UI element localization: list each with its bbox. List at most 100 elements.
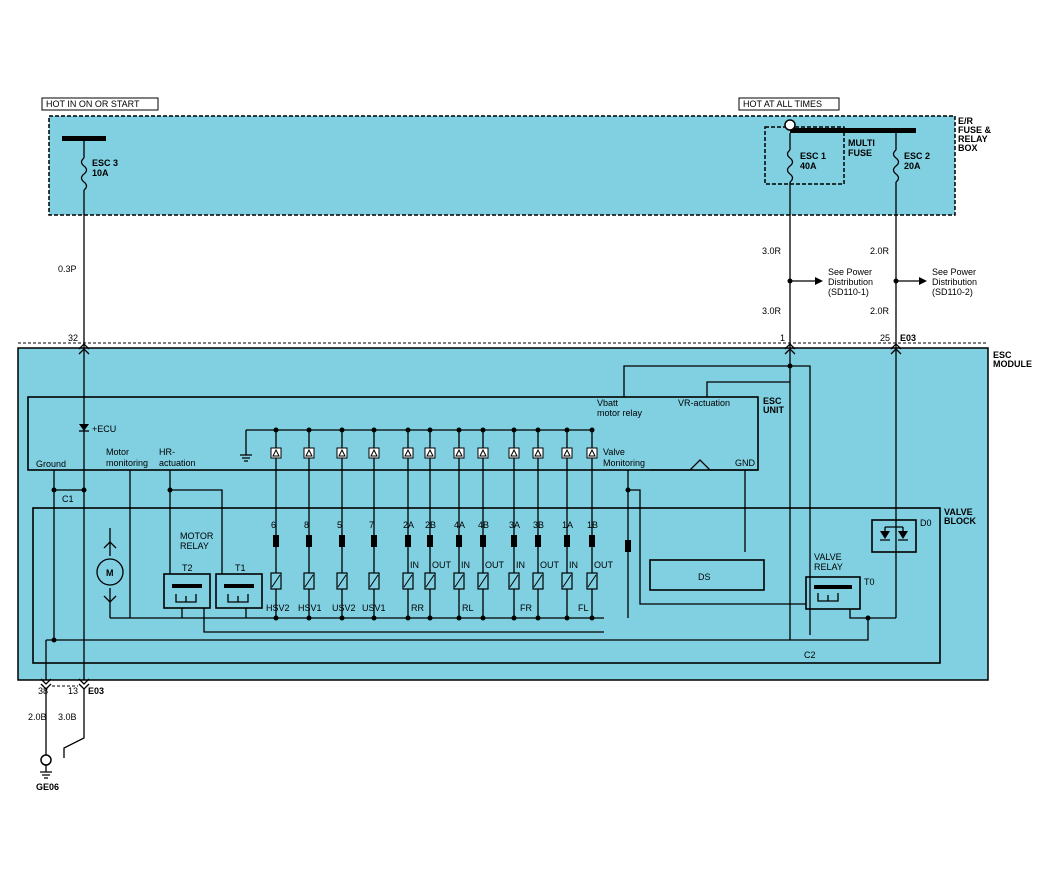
power-ref-2-line3: (SD110-2) (932, 287, 973, 297)
esc-unit-outline (27, 396, 759, 471)
pin-1-label: 1 (780, 333, 785, 343)
valve-rail-junction-10 (564, 615, 570, 621)
valve-monitor-icon-5 (426, 448, 434, 457)
power-ref-1-line1: See Power (828, 267, 872, 277)
valve-junction-0 (273, 427, 279, 433)
pin-13-label: 13 (68, 686, 78, 696)
valve-relay-coil (814, 585, 852, 589)
valve-monitor-box-7 (477, 447, 489, 459)
valve-relay-label-1: VALVE (814, 552, 842, 562)
multi-fuse-label-1: MULTI (848, 138, 875, 148)
valve-monitor-box-3 (368, 447, 380, 459)
valve-coil-slash-9 (533, 574, 543, 588)
valve-coil-slash-2 (337, 574, 347, 588)
hot-at-all-times-label: HOT AT ALL TIMES (743, 99, 822, 109)
junction-sd110-2 (893, 278, 899, 284)
fuse-box-title-1: E/R (958, 116, 974, 126)
valve-connector-2 (339, 535, 345, 547)
valve-connector-1 (306, 535, 312, 547)
valve-monitor-icon-9 (534, 448, 542, 457)
supply-tags: HOT IN ON OR START HOT AT ALL TIMES (41, 97, 840, 111)
valve-monitor-box-9 (532, 447, 544, 459)
diode-d0-wiring (880, 526, 908, 541)
valve-monitor-box-11 (586, 447, 598, 459)
valve-junction-1 (306, 427, 312, 433)
valve-rail-junction-9 (535, 615, 541, 621)
pin-32-label: 32 (68, 333, 78, 343)
valve-monitor-icon-4 (404, 448, 412, 457)
junction-c1-right (81, 487, 87, 493)
valve-coil-slash-3 (369, 574, 379, 588)
fuse-box-title-3: RELAY (958, 134, 988, 144)
valve-monitor-box-0 (270, 447, 282, 459)
t1-label: T1 (235, 563, 246, 573)
valve-number-9: 3B (533, 520, 544, 530)
chassis-ground-icon (40, 765, 52, 779)
ground-point-label: GE06 (36, 782, 59, 792)
valve-monitor-icon-1 (305, 448, 313, 457)
valve-junction-10 (564, 427, 570, 433)
valve-io-5: OUT (432, 560, 452, 570)
valve-monitor-icon-11 (588, 448, 596, 457)
valve-number-1: 8 (304, 520, 309, 530)
vr-actuation-label: VR-actuation (678, 398, 730, 408)
power-ref-1-line2: Distribution (828, 277, 873, 287)
valve-block-title-2: BLOCK (944, 516, 976, 526)
wire-relay-outputs (181, 608, 604, 633)
busbar-ignition (62, 136, 106, 141)
valve-coil-slash-10 (562, 574, 572, 588)
valve-io-11: OUT (594, 560, 614, 570)
motor-relay-t1 (215, 573, 263, 609)
wire-label-3-0r-bottom: 3.0R (762, 306, 782, 316)
multi-fuse-outline (764, 126, 845, 185)
valve-name-usv1: USV1 (362, 603, 386, 613)
motor-monitoring-label-1: Motor (106, 447, 129, 457)
valve-monitor-icon-0 (272, 448, 280, 457)
valve-connector-5 (427, 535, 433, 547)
valve-monitor-box-5 (424, 447, 436, 459)
valve-coil-slash-8 (509, 574, 519, 588)
valve-junction-11 (589, 427, 595, 433)
pin-38-label: 38 (38, 686, 48, 696)
motor-relay-t2 (163, 573, 211, 609)
esc-unit-title-1: ESC (763, 396, 782, 406)
valve-monitoring-label-1: Valve (603, 447, 625, 457)
valve-monitor-box-10 (561, 447, 573, 459)
valve-name-hsv1: HSV1 (298, 603, 322, 613)
esc3-fuse-rating: 10A (92, 168, 109, 178)
valve-connector-0 (273, 535, 279, 547)
hot-in-on-tag (41, 97, 159, 111)
valve-rail-junction-11 (589, 615, 595, 621)
valve-connector-4 (405, 535, 411, 547)
diode-d0-a-icon (880, 531, 890, 539)
wire-vbatt-motor-relay (623, 365, 811, 635)
valve-coil-slash-0 (271, 574, 281, 588)
ds-label: DS (698, 572, 711, 582)
valve-number-10: 1A (562, 520, 573, 530)
valve-coil-slash-4 (403, 574, 413, 588)
wire-label-3-0r-top: 3.0R (762, 246, 782, 256)
power-ref-2-line1: See Power (932, 267, 976, 277)
wire-vr-actuation (706, 381, 790, 397)
wire-gnd-unit (650, 459, 758, 471)
ground-terminal-icon (40, 754, 52, 766)
valve-junction-2 (339, 427, 345, 433)
valve-coil-slash-7 (478, 574, 488, 588)
wire-ground-bus (46, 617, 896, 641)
valve-junction-8 (511, 427, 517, 433)
wire-label-3-0b: 3.0B (58, 712, 77, 722)
relay-t2-coil (172, 584, 202, 588)
esc1-fuse-rating: 40A (800, 161, 817, 171)
valve-block-outline (32, 507, 941, 664)
busbar-battery (790, 128, 916, 133)
junction-ground-bus (51, 637, 57, 643)
valve-relay-contacts (817, 593, 839, 602)
valve-number-5: 2B (425, 520, 436, 530)
valve-number-11: 1B (587, 520, 598, 530)
multi-fuse-terminal (784, 119, 796, 131)
valve-relay-label-2: RELAY (814, 562, 843, 572)
motor-relay-label-1: MOTOR (180, 531, 214, 541)
valve-name-usv2: USV2 (332, 603, 356, 613)
